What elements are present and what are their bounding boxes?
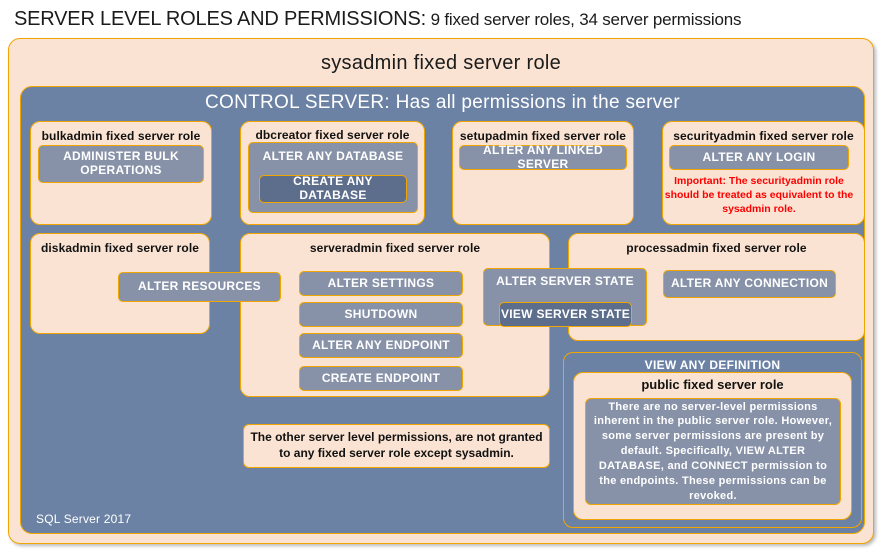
- permission-alter-settings[interactable]: ALTER SETTINGS: [299, 271, 463, 296]
- permission-alter-any-linked-server[interactable]: ALTER ANY LINKED SERVER: [459, 143, 627, 170]
- role-label-public: public fixed server role: [641, 377, 784, 392]
- permission-alter-any-endpoint[interactable]: ALTER ANY ENDPOINT: [299, 333, 463, 358]
- role-label-diskadmin: diskadmin fixed server role: [40, 241, 200, 255]
- permission-alter-any-connection[interactable]: ALTER ANY CONNECTION: [663, 270, 836, 298]
- page-title-sub: 9 fixed server roles, 34 server permissi…: [426, 10, 742, 29]
- role-label-securityadmin: securityadmin fixed server role: [673, 129, 854, 143]
- permission-alter-any-login[interactable]: ALTER ANY LOGIN: [669, 145, 849, 170]
- permission-administer-bulk-operations[interactable]: ADMINISTER BULK OPERATIONS: [38, 145, 204, 183]
- permission-view-server-state[interactable]: VIEW SERVER STATE: [499, 302, 632, 327]
- product-version-label: SQL Server 2017: [36, 512, 132, 526]
- role-label-bulkadmin: bulkadmin fixed server role: [41, 129, 201, 143]
- role-card-securityadmin: securityadmin fixed server role: [662, 121, 865, 225]
- role-label-serveradmin: serveradmin fixed server role: [309, 241, 481, 255]
- securityadmin-warning-note: Important: The securityadmin role should…: [664, 175, 854, 216]
- role-card-setupadmin: setupadmin fixed server role: [452, 121, 634, 225]
- role-label-setupadmin: setupadmin fixed server role: [459, 129, 627, 143]
- sysadmin-role-label: sysadmin fixed server role: [320, 52, 562, 74]
- permission-create-endpoint[interactable]: CREATE ENDPOINT: [299, 366, 463, 391]
- permission-shutdown[interactable]: SHUTDOWN: [299, 302, 463, 327]
- page-title-main: SERVER LEVEL ROLES AND PERMISSIONS:: [14, 8, 427, 30]
- permission-view-any-definition-label: VIEW ANY DEFINITION: [644, 358, 781, 372]
- permission-alter-resources[interactable]: ALTER RESOURCES: [118, 272, 281, 302]
- page-title: SERVER LEVEL ROLES AND PERMISSIONS: 9 fi…: [14, 8, 874, 36]
- role-label-processadmin: processadmin fixed server role: [626, 241, 807, 255]
- permission-create-any-database[interactable]: CREATE ANY DATABASE: [259, 174, 407, 203]
- public-role-description: There are no server-level permissions in…: [585, 398, 841, 505]
- role-label-dbcreator: dbcreator fixed server role: [255, 128, 410, 142]
- control-server-label: CONTROL SERVER: Has all permissions in t…: [204, 92, 681, 113]
- note-other-permissions: The other server level permissions, are …: [243, 424, 550, 468]
